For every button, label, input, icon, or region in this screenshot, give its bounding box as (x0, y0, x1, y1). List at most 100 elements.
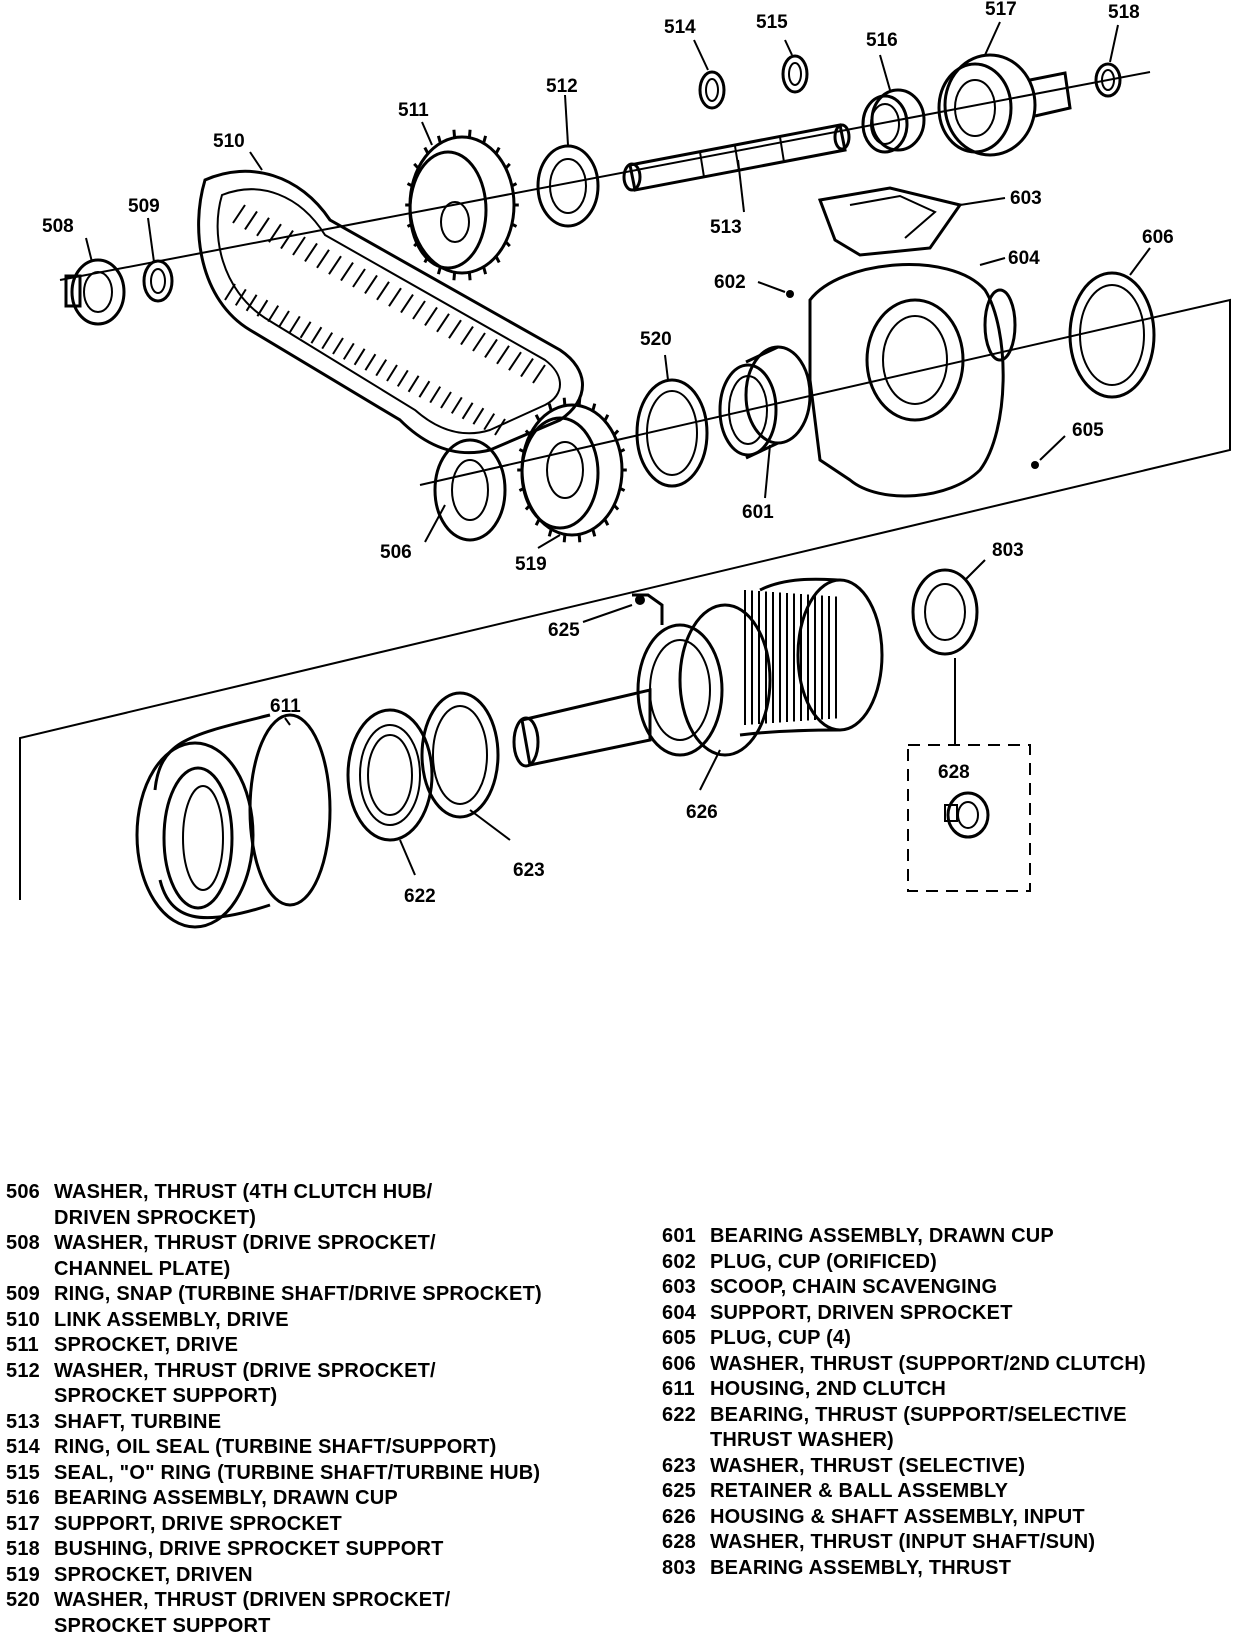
legend-item-description: RETAINER & BALL ASSEMBLY (710, 1480, 1009, 1502)
parts-legend-left: 506 WASHER, THRUST (4TH CLUTCH HUB/ DRIVE… (6, 1180, 542, 1639)
legend-item-description: WASHER, THRUST (SELECTIVE) (710, 1454, 1026, 1477)
legend-item-number: 508 (6, 1232, 40, 1254)
part-611-2nd-clutch-housing (135, 713, 332, 929)
legend-item-number: 606 (662, 1352, 696, 1375)
part-514-oil-seal-ring (698, 70, 726, 110)
legend-item-number: 518 (6, 1538, 40, 1560)
legend-item-description: WASHER, THRUST (DRIVEN SPROCKET/ SPROCKE… (54, 1589, 451, 1637)
part-510-drive-chain (197, 169, 584, 455)
legend-item: 506 WASHER, THRUST (4TH CLUTCH HUB/ DRIVE… (6, 1180, 542, 1231)
part-506-thrust-washer (433, 438, 507, 542)
part-520-thrust-washer (635, 378, 709, 488)
callout-516: 516 (866, 30, 898, 51)
legend-item: 625 RETAINER & BALL ASSEMBLY (662, 1479, 1146, 1505)
legend-item-number: 611 (662, 1378, 695, 1400)
callout-605: 605 (1072, 420, 1104, 441)
callout-514: 514 (664, 17, 696, 38)
legend-item-number: 516 (6, 1487, 40, 1509)
legend-item: 509 RING, SNAP (TURBINE SHAFT/DRIVE SPROC… (6, 1282, 542, 1308)
legend-item-number: 623 (662, 1454, 696, 1477)
callout-506: 506 (380, 542, 412, 563)
part-508-washer (64, 258, 126, 326)
part-605-cup-plug (1031, 461, 1039, 469)
legend-item-description: HOUSING, 2ND CLUTCH (710, 1378, 947, 1400)
callout-625: 625 (548, 620, 580, 641)
part-604-driven-sprocket-support (808, 263, 1017, 498)
part-509-snap-ring (142, 259, 174, 303)
legend-item-number: 509 (6, 1283, 40, 1305)
legend-item-number: 602 (662, 1250, 696, 1273)
legend-item-description: BEARING ASSEMBLY, DRAWN CUP (54, 1487, 398, 1509)
part-515-o-ring-seal (781, 54, 809, 94)
callout-510: 510 (213, 131, 245, 152)
legend-item: 628 WASHER, THRUST (INPUT SHAFT/SUN) (662, 1530, 1146, 1556)
callout-518: 518 (1108, 2, 1140, 23)
part-606-thrust-washer (1068, 271, 1156, 399)
legend-item-description: PLUG, CUP (ORIFICED) (710, 1250, 937, 1273)
legend-item: 623 WASHER, THRUST (SELECTIVE) (662, 1454, 1146, 1480)
callout-517: 517 (985, 0, 1017, 20)
legend-item-number: 511 (6, 1334, 39, 1356)
legend-item-number: 520 (6, 1589, 40, 1611)
legend-item-number: 506 (6, 1181, 40, 1203)
callout-512: 512 (546, 76, 578, 97)
legend-item: 606 WASHER, THRUST (SUPPORT/2ND CLUTCH) (662, 1352, 1146, 1378)
legend-item-description: SHAFT, TURBINE (54, 1410, 222, 1433)
callout-513: 513 (710, 217, 742, 238)
legend-item-description: BUSHING, DRIVE SPROCKET SUPPORT (54, 1538, 444, 1560)
legend-item-description: WASHER, THRUST (DRIVE SPROCKET/ SPROCKET… (54, 1359, 436, 1408)
legend-item-description: WASHER, THRUST (SUPPORT/2ND CLUTCH) (710, 1352, 1146, 1375)
part-601-drawn-cup-bearing (718, 345, 812, 460)
callout-803: 803 (992, 540, 1024, 561)
part-626-input-housing-shaft (512, 577, 884, 768)
legend-item: 517 SUPPORT, DRIVE SPROCKET (6, 1512, 542, 1538)
legend-item-description: SCOOP, CHAIN SCAVENGING (710, 1276, 998, 1298)
legend-item-description: SUPPORT, DRIVE SPROCKET (54, 1512, 342, 1535)
legend-item-description: RING, SNAP (TURBINE SHAFT/DRIVE SPROCKET… (54, 1283, 542, 1305)
legend-item-description: WASHER, THRUST (INPUT SHAFT/SUN) (710, 1531, 1096, 1553)
legend-item-description: WASHER, THRUST (4TH CLUTCH HUB/ DRIVEN S… (54, 1181, 433, 1229)
legend-item-number: 605 (662, 1327, 696, 1349)
legend-item-number: 628 (662, 1531, 696, 1553)
legend-item-description: LINK ASSEMBLY, DRIVE (54, 1308, 289, 1331)
legend-item: 603 SCOOP, CHAIN SCAVENGING (662, 1275, 1146, 1301)
part-625-retainer-ball (632, 593, 664, 625)
part-803-thrust-bearing (911, 568, 979, 656)
legend-item-number: 603 (662, 1276, 696, 1298)
callout-509: 509 (128, 196, 160, 217)
callout-606: 606 (1142, 227, 1174, 248)
legend-item: 516 BEARING ASSEMBLY, DRAWN CUP (6, 1486, 542, 1512)
part-517-drive-sprocket-support (937, 53, 1072, 157)
part-513-turbine-shaft (622, 123, 851, 192)
part-602-cup-plug (786, 290, 794, 298)
callout-508: 508 (42, 216, 74, 237)
callout-601: 601 (742, 502, 774, 523)
legend-item-description: BEARING ASSEMBLY, THRUST (710, 1556, 1012, 1579)
legend-item-description: SUPPORT, DRIVEN SPROCKET (710, 1301, 1013, 1324)
part-628-thrust-washer (907, 744, 1031, 892)
upper-axis-line (59, 71, 1151, 281)
legend-item-description: SEAL, "O" RING (TURBINE SHAFT/TURBINE HU… (54, 1461, 541, 1484)
exploded-parts-diagram: 506 508 509 510 511 512 513 514 515 516 … (19, 0, 1231, 929)
part-623-selective-thrust-washer (420, 691, 500, 819)
callout-519: 519 (515, 554, 547, 575)
callout-611: 611 (270, 696, 301, 717)
legend-item-number: 625 (662, 1480, 696, 1502)
legend-item-number: 514 (6, 1436, 40, 1458)
legend-item-number: 517 (6, 1512, 40, 1535)
legend-item-description: PLUG, CUP (4) (710, 1327, 852, 1349)
legend-item-description: SPROCKET, DRIVEN (54, 1563, 253, 1586)
callout-623: 623 (513, 860, 545, 881)
callout-628: 628 (938, 762, 970, 783)
legend-item-description: BEARING, THRUST (SUPPORT/SELECTIVE THRUS… (710, 1403, 1127, 1452)
part-511-drive-sprocket (405, 129, 519, 281)
legend-item: 605 PLUG, CUP (4) (662, 1326, 1146, 1352)
